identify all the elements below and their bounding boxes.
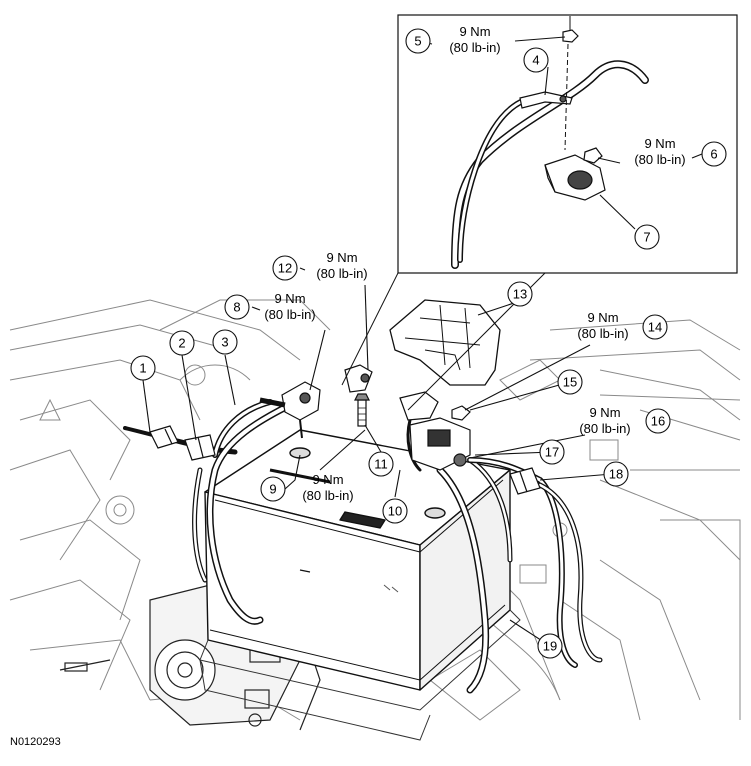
callout-12: 12 (272, 255, 298, 281)
item-12-nut (344, 364, 373, 393)
callout-circle (272, 255, 298, 281)
callout-5: 5 (405, 28, 431, 54)
callout-17: 17 (539, 439, 565, 465)
positive-terminal-clamp (259, 381, 321, 439)
callout-circle (212, 329, 238, 355)
callout-number: 10 (388, 504, 402, 519)
callout-number: 7 (643, 230, 650, 245)
callout-number: 9 (269, 482, 276, 497)
callout-circle (260, 476, 286, 502)
callout-number: 5 (414, 34, 421, 49)
callout-number: 16 (651, 414, 665, 429)
callout-16: 16 (645, 408, 671, 434)
callout-11: 11 (368, 451, 394, 477)
battery-label-marking (383, 584, 399, 593)
callout-circle (368, 451, 394, 477)
callout-number: 18 (609, 467, 623, 482)
callout-number: 2 (178, 336, 185, 351)
callout-number: 6 (710, 147, 717, 162)
callout-1: 1 (130, 355, 156, 381)
callouts (142, 36, 703, 647)
torque-item-9-lbin: (80 lb-in) (302, 488, 353, 503)
torque-item-12-nm: 9 Nm (326, 250, 357, 265)
torque-item-12-lbin: (80 lb-in) (316, 266, 367, 281)
callout-number: 4 (532, 53, 539, 68)
torque-item-5-nm: 9 Nm (459, 24, 490, 39)
callout-4: 4 (523, 47, 549, 73)
callout-circle (405, 28, 431, 54)
item-1-connector (149, 425, 179, 449)
callout-circle (603, 461, 629, 487)
torque-item-6-lbin: (80 lb-in) (634, 152, 685, 167)
callout-circle (645, 408, 671, 434)
callout-number: 17 (545, 445, 559, 460)
callout-9: 9 (260, 476, 286, 502)
callout-8: 8 (224, 294, 250, 320)
callout-2: 2 (169, 330, 195, 356)
torque-item-6-nm: 9 Nm (644, 136, 675, 151)
torque-item-14-nm: 9 Nm (587, 310, 618, 325)
callout-15: 15 (557, 369, 583, 395)
callout-circle (642, 314, 668, 340)
item-10-battery-monitor-sensor (399, 391, 471, 471)
callout-number: 11 (374, 457, 388, 472)
callout-7: 7 (634, 224, 660, 250)
torque-item-9-nm: 9 Nm (312, 472, 343, 487)
torque-item-5-lbin: (80 lb-in) (449, 40, 500, 55)
item-13-terminal-cover (389, 299, 501, 386)
callout-number: 8 (233, 300, 240, 315)
callout-circle (224, 294, 250, 320)
item-18-connector (509, 467, 541, 495)
callout-circle (169, 330, 195, 356)
callout-3: 3 (212, 329, 238, 355)
callout-circle (557, 369, 583, 395)
torque-item-8-nm: 9 Nm (274, 291, 305, 306)
callout-19: 19 (537, 633, 563, 659)
callout-number: 1 (139, 361, 146, 376)
callout-circle (634, 224, 660, 250)
torque-item-14-lbin: (80 lb-in) (577, 326, 628, 341)
callout-18: 18 (603, 461, 629, 487)
callout-number: 15 (563, 375, 577, 390)
callout-number: 3 (221, 335, 228, 350)
callout-circle (539, 439, 565, 465)
callout-circle (523, 47, 549, 73)
callout-6: 6 (701, 141, 727, 167)
item-11-bolt (354, 393, 370, 427)
callout-circle (130, 355, 156, 381)
inset-detail-box (341, 14, 738, 411)
callout-number: 12 (278, 261, 292, 276)
callout-number: 13 (513, 287, 527, 302)
torque-item-8-lbin: (80 lb-in) (264, 307, 315, 322)
positive-cable-harness (123, 399, 294, 625)
callout-circle (382, 498, 408, 524)
figure-id: N0120293 (10, 736, 61, 748)
callout-10: 10 (382, 498, 408, 524)
torque-item-16-lbin: (80 lb-in) (579, 421, 630, 436)
torque-specs: 9 Nm (80 lb-in) 9 Nm (80 lb-in) 9 Nm (80… (264, 24, 685, 503)
negative-cable-harness (406, 418, 603, 694)
battery-tray (199, 609, 521, 741)
torque-item-16-nm: 9 Nm (589, 405, 620, 420)
item-2-cable-clip (184, 434, 216, 461)
callout-number: 14 (648, 320, 662, 335)
callout-number: 19 (543, 639, 557, 654)
callout-13: 13 (507, 281, 533, 307)
callout-14: 14 (642, 314, 668, 340)
item-15-nut (451, 405, 471, 421)
callout-circle (537, 633, 563, 659)
callout-circle (507, 281, 533, 307)
callout-circle (701, 141, 727, 167)
